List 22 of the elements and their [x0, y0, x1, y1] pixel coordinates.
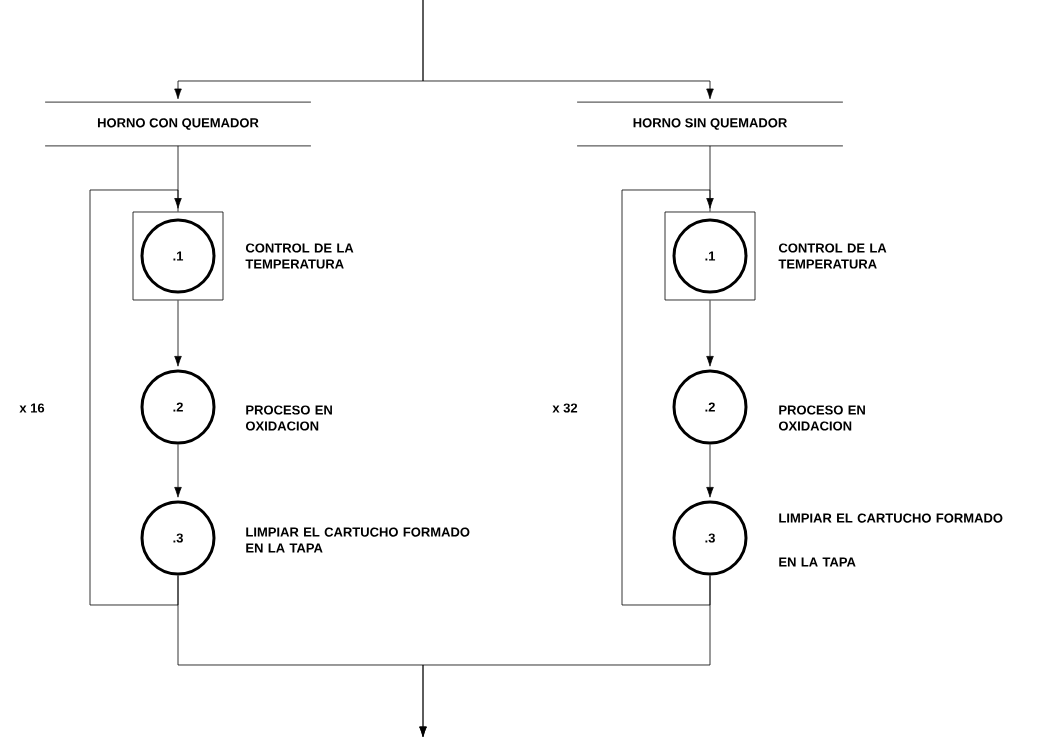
connector-line	[177, 145, 179, 212]
arrow	[706, 300, 714, 367]
step-label: LIMPIAR EL CARTUCHO FORMADO EN LA TAPA	[246, 527, 470, 553]
arrow	[174, 300, 182, 367]
connector-line	[709, 145, 711, 212]
heading-band: HORNO CON QUEMADOR	[44, 101, 312, 147]
arrow	[706, 444, 714, 498]
heading-band: HORNO SIN QUEMADOR	[576, 101, 844, 147]
step-label: LIMPIAR EL CARTUCHO FORMADO EN LA TAPA	[779, 513, 1003, 567]
arrow	[422, 0, 714, 100]
step-box	[132, 211, 224, 301]
step-label: PROCESO EN OXIDACION	[778, 405, 865, 431]
step-box	[664, 211, 756, 301]
step-label: CONTROL DE LA TEMPERATURA	[778, 243, 887, 269]
arrow	[419, 575, 711, 738]
edge-label: x 16	[19, 403, 45, 413]
loop-arrow	[621, 189, 714, 606]
loop-arrow	[89, 189, 182, 606]
step-label: PROCESO EN OXIDACION	[245, 405, 332, 431]
edge-label: x 32	[552, 403, 578, 413]
arrow	[174, 444, 182, 498]
step-label: CONTROL DE LA TEMPERATURA	[245, 243, 354, 269]
